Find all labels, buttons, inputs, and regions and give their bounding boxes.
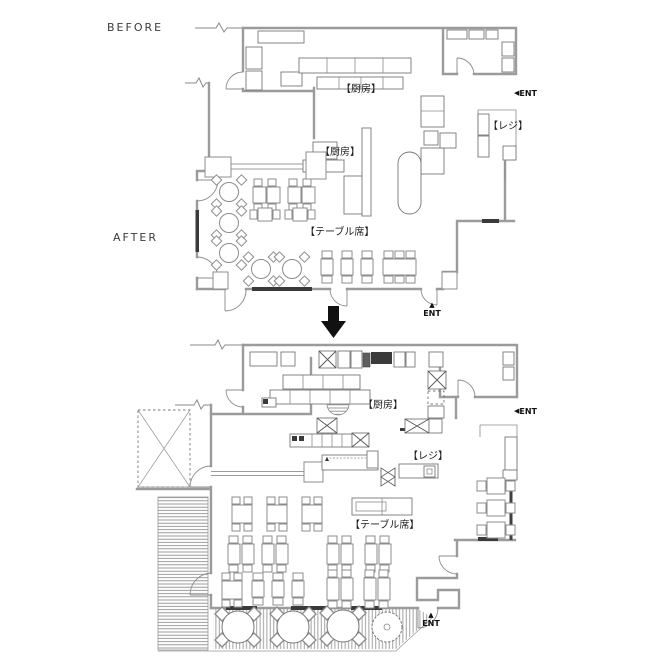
left-triangle-icon: ◀ (514, 89, 520, 97)
before-square-tables (249, 178, 316, 222)
after-dining-row2 (227, 535, 392, 573)
entrance-label: ENT (519, 89, 538, 98)
before-oval-table (397, 151, 422, 215)
after-register-label: 【レジ】 (408, 451, 448, 462)
before-register-counter (477, 109, 517, 180)
before-kitchen-label-lower: 【厨房】 (320, 147, 360, 158)
up-triangle-icon: ▲ (428, 611, 434, 619)
after-floor-plan (135, 338, 519, 652)
entrance-label: ENT (423, 308, 441, 318)
after-void-area (137, 409, 191, 488)
entrance-label: ENT (422, 618, 440, 628)
after-dining-row1 (231, 496, 413, 532)
transition-arrow-icon (321, 306, 346, 338)
after-right-tables (476, 477, 516, 539)
after-table-seating-label: 【テーブル席】 (350, 520, 420, 531)
before-entrance-marker-bottom: ▲ENT (419, 301, 445, 318)
up-triangle-icon: ▲ (429, 301, 435, 309)
before-table-seating-label: 【テーブル席】 (305, 227, 375, 238)
before-register-label: 【レジ】 (488, 121, 528, 132)
after-side-deck (157, 496, 209, 651)
before-entrance-marker-side: ◀ENT (514, 90, 537, 98)
left-triangle-icon: ◀ (514, 407, 520, 415)
before-storage-room (245, 30, 305, 91)
after-kitchen-island (261, 374, 396, 487)
before-bottom-tables (320, 250, 417, 284)
before-floor-plan (185, 22, 518, 312)
before-doors (196, 57, 475, 312)
after-entrance-marker-side: ◀ENT (514, 408, 537, 416)
after-dining-row3 (221, 569, 391, 609)
before-kitchen-label-upper: 【厨房】 (341, 84, 381, 95)
after-storage-room (249, 351, 296, 367)
after-entrance-marker-bottom: ▲ENT (417, 611, 445, 628)
after-register-counter (398, 351, 518, 481)
after-kitchen-hood-row (318, 350, 444, 369)
after-doors (189, 379, 476, 629)
after-terrace-tables (215, 606, 403, 647)
after-kitchen-label: 【厨房】 (363, 400, 403, 411)
planter (371, 611, 403, 643)
after-kitchen-right-column (404, 370, 447, 434)
before-entry-room (446, 29, 515, 73)
before-kitchen-counters (298, 57, 457, 217)
before-window-segment (252, 287, 312, 291)
entrance-label: ENT (519, 407, 538, 416)
before-title: BEFORE (107, 21, 164, 34)
after-title: AFTER (113, 231, 158, 244)
